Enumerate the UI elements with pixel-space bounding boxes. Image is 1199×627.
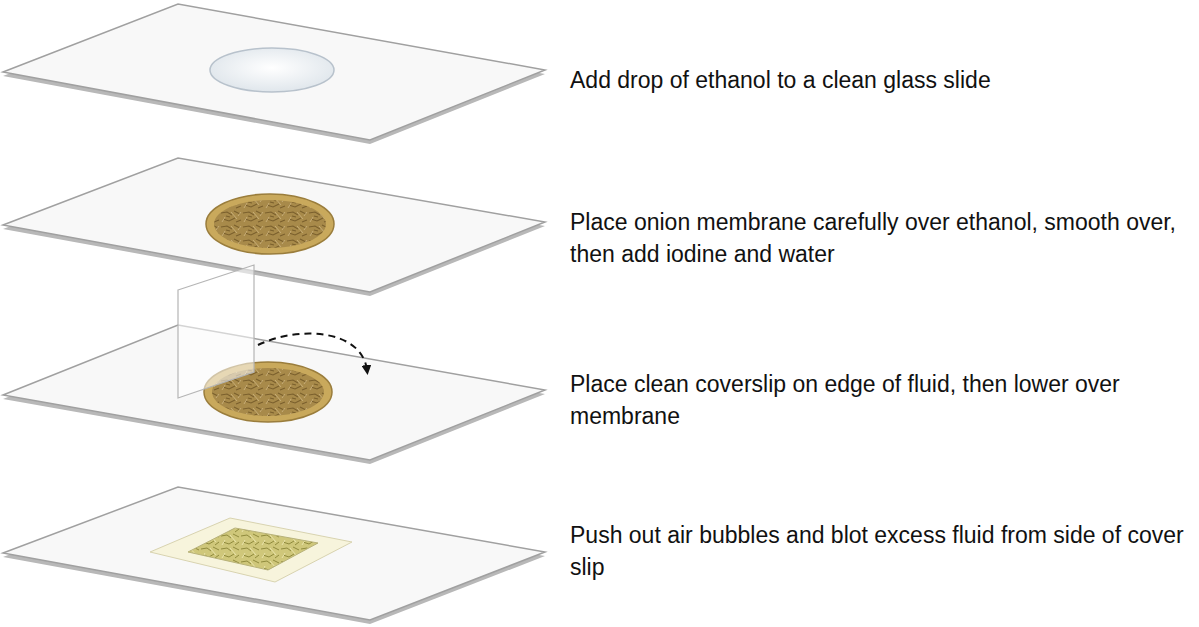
glass-slide [3,4,545,144]
onion-membrane [214,200,326,248]
stained-membrane [188,528,318,570]
coverslip [178,265,254,398]
step-instruction: Place onion membrane carefully over etha… [570,206,1188,270]
glass-slide [3,158,545,296]
coverslip [150,518,352,582]
glass-slide [3,325,545,464]
lowering-arrow [258,334,367,370]
step-instruction: Place clean coverslip on edge of fluid, … [570,368,1188,432]
fluid-drop [206,194,334,254]
ethanol-drop [210,48,334,92]
glass-slide [3,487,545,624]
step-instruction: Push out air bubbles and blot excess flu… [570,519,1188,583]
step-instruction: Add drop of ethanol to a clean glass sli… [570,64,1188,96]
